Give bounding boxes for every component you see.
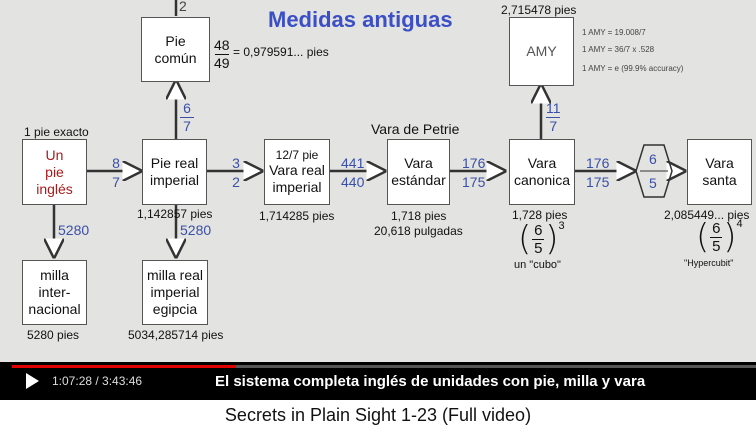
amy-note-1: 1 AMY = 19.008/7	[582, 28, 646, 37]
label-vara-de-petrie: Vara de Petrie	[371, 121, 460, 137]
box-milla-internacional: milla inter- nacional	[22, 260, 87, 325]
paren-right: )	[545, 219, 559, 259]
ratio-den: 175	[462, 174, 486, 190]
formula-den: 5	[534, 239, 543, 257]
hexagon-shape	[635, 144, 673, 198]
ratio-den: 175	[586, 174, 610, 190]
hexagon-bottom-number: 5	[649, 175, 657, 191]
top-number: 2	[179, 0, 187, 14]
ratio-num: 176	[462, 155, 486, 171]
subtitle-text: El sistema completa inglés de unidades c…	[215, 373, 646, 390]
milla-internacional-value: 5280 pies	[27, 328, 80, 342]
amy-value: 2,715478 pies	[501, 3, 577, 17]
milla-egipcia-value: 5034,285714 pies	[128, 328, 224, 342]
label-un-pie-exacto: 1 pie exacto	[24, 125, 89, 139]
amy-note-2: 1 AMY = 36/7 x .528	[582, 45, 655, 54]
box-vara-real-imperial: 12/7 pie Vara real imperial	[264, 139, 330, 205]
estandar-value-2: 20,618 pulgadas	[374, 224, 463, 238]
ratio-num: 11	[546, 100, 561, 116]
ratio-num: 8	[112, 155, 120, 171]
box-un-pie-ingles: Un pie inglés	[22, 139, 87, 205]
ratio-num: 48	[214, 37, 230, 53]
video-caption: Secrets in Plain Sight 1-23 (Full video)	[224, 405, 532, 425]
label-un-cubo: un "cubo"	[514, 259, 561, 271]
vara-top-label: 12/7 pie	[275, 147, 319, 162]
hexagon-top-number: 6	[649, 151, 657, 167]
santa-value: 2,085449... pies	[664, 208, 750, 222]
progress-track[interactable]	[12, 365, 756, 368]
box-vara-canonica: Vara canonica	[509, 139, 575, 205]
ratio-den: 7	[183, 118, 191, 134]
ratio-num: 176	[586, 155, 610, 171]
ratio-den: 2	[232, 174, 240, 190]
amy-note-3: 1 AMY = e (99.9% accuracy)	[582, 64, 684, 73]
ratio-den: 7	[112, 174, 120, 190]
box-vara-santa: Vara santa	[687, 139, 752, 205]
ratio-num: 441	[341, 155, 365, 171]
label-hypercubit: "Hypercubit"	[684, 258, 734, 268]
formula-den: 5	[712, 237, 721, 255]
box-milla-real-imperial-egipcia: milla real imperial egipcia	[142, 260, 208, 325]
connector-lines	[0, 0, 756, 362]
formula-num: 6	[534, 221, 543, 239]
vara-value: 1,714285 pies	[259, 209, 335, 223]
page-title: Medidas antiguas	[268, 7, 453, 32]
canonica-value: 1,728 pies	[512, 208, 568, 222]
formula-num: 6	[712, 219, 721, 237]
ratio-mile-right: 5280	[180, 222, 212, 238]
progress-fill	[12, 365, 236, 368]
ratio-num: 6	[183, 100, 191, 116]
ratio-num: 3	[232, 155, 240, 171]
paren-left: (	[518, 219, 532, 259]
paren-right: )	[723, 217, 737, 257]
box-pie-comun: Pie común	[141, 17, 210, 82]
ratio-mile-left: 5280	[58, 222, 90, 238]
ratio-den: 440	[341, 174, 365, 190]
estandar-value-1: 1,718 pies	[391, 209, 447, 223]
video-player-bar: 1:07:28 / 3:43:46 El sistema completa in…	[0, 362, 756, 400]
time-display: 1:07:28 / 3:43:46	[52, 374, 143, 388]
imperial-value: 1,142857 pies	[137, 207, 213, 221]
play-icon[interactable]	[26, 373, 39, 389]
paren-left: (	[696, 217, 710, 257]
pie-comun-value: = 0,979591... pies	[233, 45, 329, 59]
vara-label: Vara real imperial	[269, 161, 325, 195]
ratio-den: 7	[549, 118, 558, 134]
box-pie-real-imperial: Pie real imperial	[142, 139, 207, 205]
ratio-den: 49	[214, 55, 230, 71]
formula-exponent: 4	[736, 218, 743, 230]
box-vara-estandar: Vara estándar	[387, 139, 450, 205]
box-amy: AMY	[509, 17, 574, 86]
formula-exponent: 3	[558, 220, 565, 232]
